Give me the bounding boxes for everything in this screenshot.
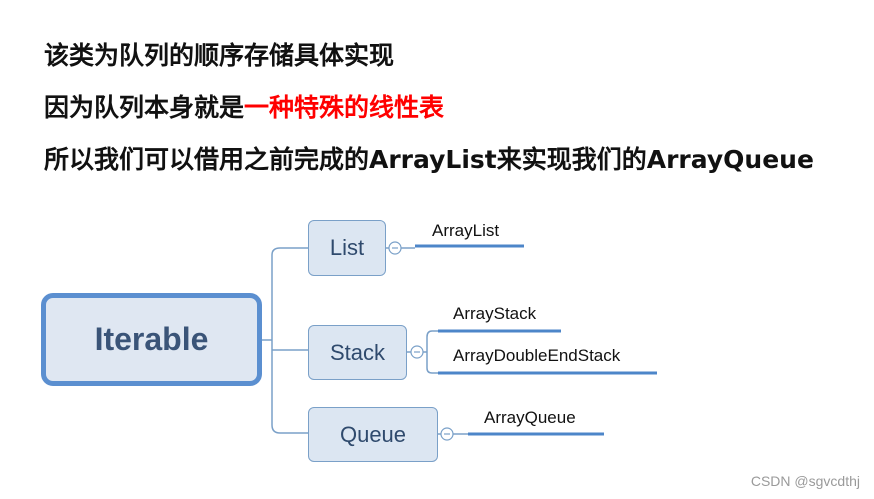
node-stack[interactable]: Stack [308, 325, 407, 380]
leaf-arraylist[interactable]: ArrayList [432, 221, 500, 240]
text-line-1: 该类为队列的顺序存储具体实现 [44, 41, 395, 70]
leaf-arrayqueue[interactable]: ArrayQueue [484, 408, 576, 427]
node-list[interactable]: List [308, 220, 386, 276]
text-line-3: 所以我们可以借用之前完成的ArrayList来实现我们的ArrayQueue [44, 145, 814, 174]
root-node[interactable]: Iterable [41, 293, 262, 386]
leaf-arraydoubleendstack[interactable]: ArrayDoubleEndStack [453, 346, 621, 365]
text-line-2: 因为队列本身就是一种特殊的线性表 [44, 88, 444, 124]
watermark: CSDN @sgvcdthj [750, 473, 860, 489]
leaf-arraystack[interactable]: ArrayStack [453, 304, 537, 323]
node-queue[interactable]: Queue [308, 407, 438, 462]
text-line-2-highlight: 一种特殊的线性表 [244, 93, 445, 122]
stack-leaf-connector [423, 330, 438, 374]
text-line-2-plain: 因为队列本身就是 [44, 93, 245, 122]
root-connector [261, 247, 309, 434]
